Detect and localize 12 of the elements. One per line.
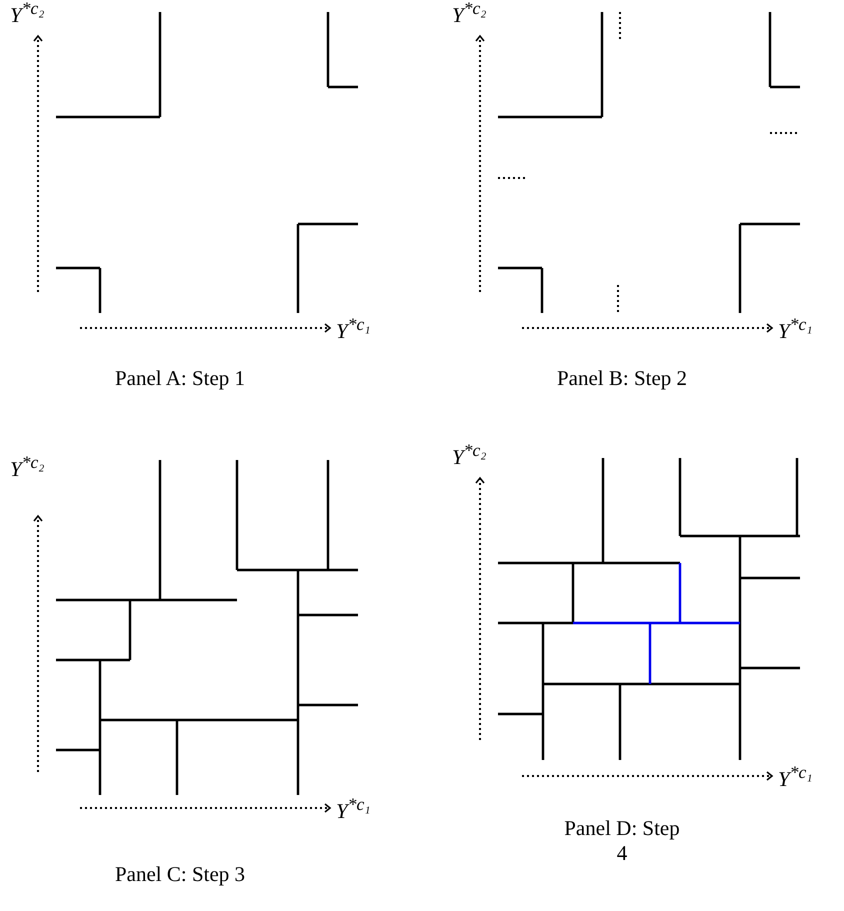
axis-label: Y$^{*c₂}$ <box>452 0 486 28</box>
axis-label: Y$^{*c₁}$ <box>778 762 812 792</box>
axis-label: Y$^{*c₂}$ <box>10 0 44 28</box>
panel-caption: Panel B: Step 2 <box>556 366 688 392</box>
axis-label: Y$^{*c₂}$ <box>452 440 486 470</box>
panel-caption: Panel D: Step 4 <box>563 816 681 866</box>
axis-label: Y$^{*c₁}$ <box>336 794 370 824</box>
axis-label: Y$^{*c₁}$ <box>778 314 812 344</box>
panel-caption: Panel A: Step 1 <box>114 366 246 392</box>
axis-label: Y$^{*c₁}$ <box>336 314 370 344</box>
panel-caption: Panel C: Step 3 <box>114 862 246 888</box>
axis-label: Y$^{*c₂}$ <box>10 452 44 482</box>
